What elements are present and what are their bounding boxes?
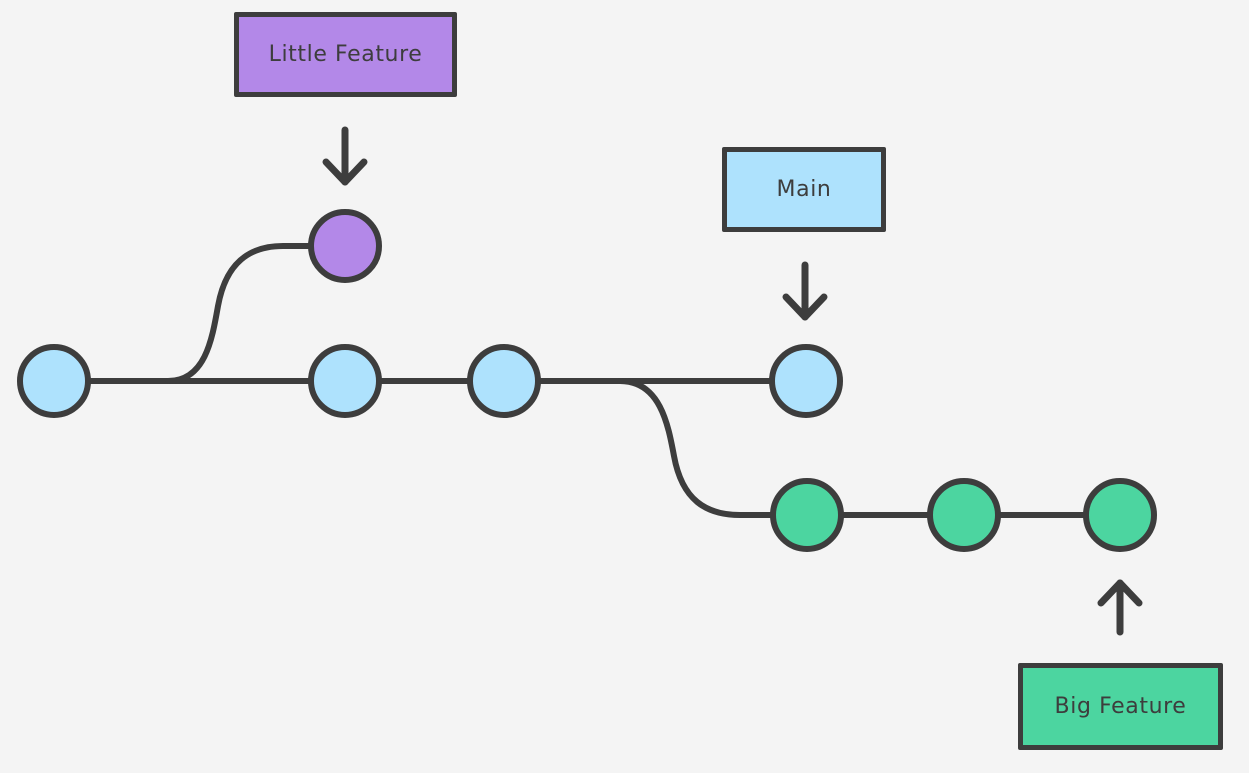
arrow-little-feature-head (322, 158, 368, 186)
label-box-little-feature-text: Little Feature (268, 41, 423, 67)
arrow-big-feature-icon (1097, 579, 1143, 636)
label-box-main[interactable]: Main (722, 147, 886, 232)
label-box-little-feature[interactable]: Little Feature (234, 12, 457, 97)
commit-node-main-commit-2[interactable] (308, 344, 382, 418)
big-feature-branch-curve (617, 378, 810, 518)
commit-node-main-commit-1[interactable] (17, 344, 91, 418)
arrow-main-icon (782, 261, 828, 321)
commit-node-big-feature-commit-2[interactable] (927, 478, 1001, 552)
little-feature-branch-curve (165, 243, 348, 384)
arrow-main-head (782, 293, 828, 321)
arrow-big-feature-head (1097, 579, 1143, 607)
commits-group (17, 209, 1157, 552)
arrows-group (322, 126, 1143, 636)
label-box-main-text: Main (776, 176, 832, 202)
commit-node-main-commit-4[interactable] (769, 344, 843, 418)
commit-node-big-feature-commit-3[interactable] (1083, 478, 1157, 552)
label-box-big-feature-text: Big Feature (1054, 693, 1187, 719)
arrow-little-feature-icon (322, 126, 368, 186)
edges-group (51, 243, 1123, 518)
label-box-big-feature[interactable]: Big Feature (1018, 663, 1223, 750)
commit-node-big-feature-commit-1[interactable] (770, 478, 844, 552)
commit-node-main-commit-3[interactable] (467, 344, 541, 418)
commit-node-little-feature-commit-1[interactable] (308, 209, 382, 283)
